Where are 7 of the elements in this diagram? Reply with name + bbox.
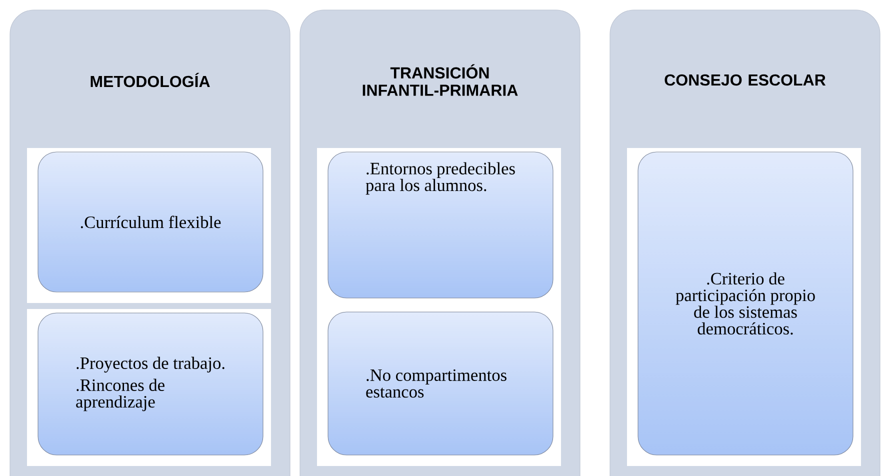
text-box: .Currículum flexible bbox=[27, 148, 271, 303]
node-label: .Entornos predecibles para los alumnos. bbox=[366, 162, 515, 195]
text-box: .Criterio de participación propio de los sistemas democráticos. bbox=[627, 148, 861, 466]
text-box: .Entornos predecibles para los alumnos. bbox=[317, 148, 561, 309]
text-box: .No compartimentos estancos bbox=[317, 308, 561, 466]
text-box: .Proyectos de trabajo. .Rincones de aprendizaje bbox=[27, 309, 271, 466]
node-label: .No compartimentos estancos bbox=[366, 369, 506, 398]
